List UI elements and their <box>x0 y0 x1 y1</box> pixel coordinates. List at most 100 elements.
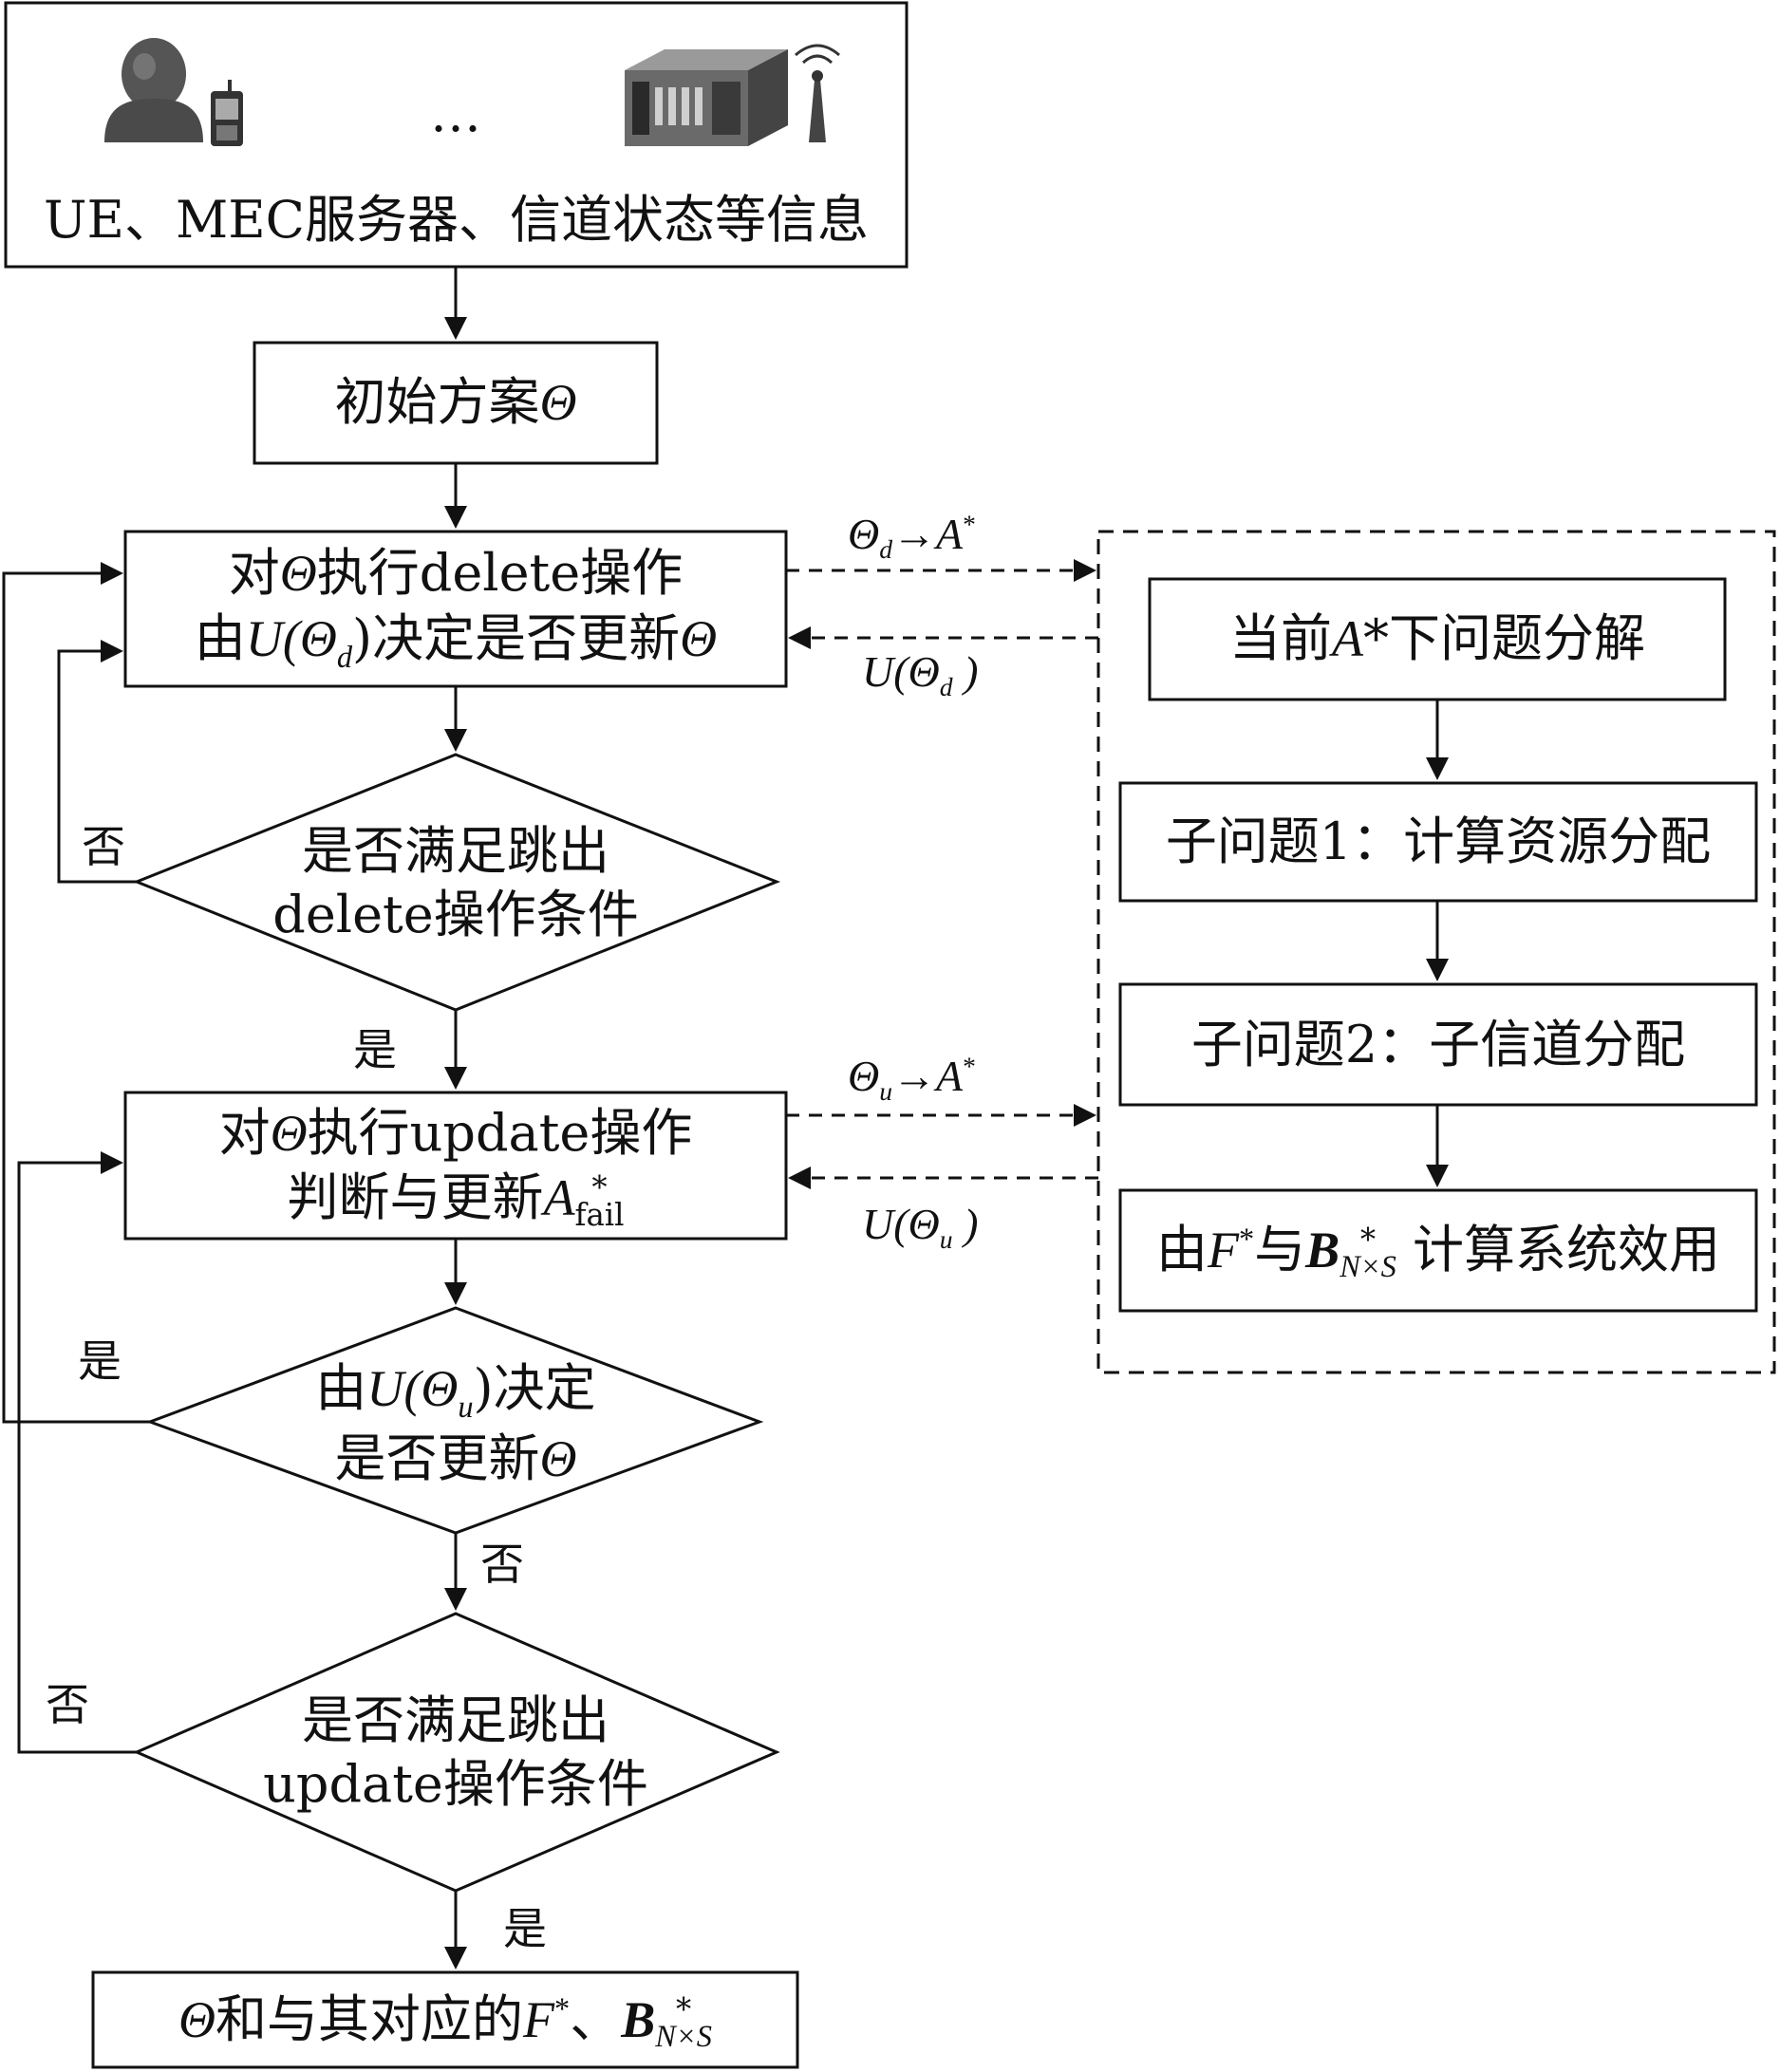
text: 下问题分解 <box>1389 608 1645 669</box>
edge-label-theta-u-to-a: Θu→A* <box>848 1050 976 1107</box>
arrowhead <box>1074 559 1096 582</box>
subscript: u <box>879 1076 893 1107</box>
arrowhead <box>444 1067 467 1090</box>
subscript: d <box>939 672 953 702</box>
f-symbol: F <box>523 1990 555 2048</box>
subscript: d <box>336 640 353 675</box>
subscript: u <box>939 1224 953 1255</box>
text: 决定是否更新 <box>372 607 681 668</box>
edge-label-yes-delete: 是 <box>353 1024 397 1075</box>
arrowhead <box>788 626 811 649</box>
text: 是否满足跳出 <box>302 820 609 881</box>
theta-symbol: Θ <box>539 1429 577 1487</box>
arrowhead <box>101 1151 123 1174</box>
arrowhead <box>444 729 467 752</box>
edge-label-no-update: 否 <box>46 1679 89 1730</box>
u-symbol: U <box>366 1359 404 1417</box>
edge-label-theta-d-to-a: Θd→A* <box>848 508 976 565</box>
text: update操作条件 <box>263 1754 648 1814</box>
edge-label-no-delete: 否 <box>82 821 125 872</box>
loop-delete-no <box>57 649 137 884</box>
theta-symbol: (Θ <box>282 609 337 667</box>
text: 对 <box>228 543 280 604</box>
final-output-box <box>91 1970 799 2069</box>
arrowhead <box>101 640 123 663</box>
text: delete操作条件 <box>272 885 639 944</box>
text: 与 <box>1254 1220 1306 1280</box>
subscript: N×S <box>655 2019 712 2054</box>
arrowhead <box>444 1947 467 1969</box>
user-icon <box>104 38 203 142</box>
ellipsis: … <box>430 84 481 144</box>
antenna-icon <box>795 44 840 142</box>
subscript: u <box>458 1390 474 1425</box>
caption-text: UE、MEC服务器、信道状态等信息 <box>44 190 869 251</box>
theta-symbol: Θ <box>270 1104 308 1162</box>
ellipsis-text: … <box>408 84 503 143</box>
loop-decide-yes-outer <box>2 571 150 1424</box>
edge-label-yes-decide: 是 <box>78 1335 122 1387</box>
arrowhead <box>444 317 467 340</box>
theta-symbol: Θ <box>178 1990 216 2048</box>
arrowhead <box>444 1588 467 1611</box>
arrowhead <box>1426 1165 1449 1187</box>
text: 、 <box>570 1988 622 2049</box>
arrowhead <box>1426 959 1449 981</box>
mobile-phone-icon <box>211 80 243 146</box>
initial-scheme-label: 初始方案Θ <box>254 343 657 463</box>
update-decide-label: 由U(Θu)决定 是否更新Θ <box>237 1357 674 1490</box>
superscript: * <box>1238 1223 1255 1258</box>
arrowhead <box>444 1282 467 1305</box>
subproblem2-label: 子问题2：子信道分配 <box>1120 984 1756 1105</box>
a-symbol: A <box>1332 610 1363 668</box>
update-operation-label: 对Θ执行update操作 判断与更新A*fail <box>125 1092 786 1239</box>
theta-symbol: Θ <box>539 374 577 432</box>
system-utility-box <box>1118 1188 1758 1313</box>
text: 由 <box>194 607 246 668</box>
text: 子问题2：子信道分配 <box>1190 1014 1686 1074</box>
text: ) <box>352 607 373 668</box>
text: * <box>1363 608 1389 669</box>
text: 计算系统效用 <box>1396 1220 1721 1280</box>
text: ) <box>952 1200 979 1248</box>
text: 子问题1：计算资源分配 <box>1165 812 1712 872</box>
superscript: * <box>591 1168 608 1205</box>
u-symbol: U <box>245 609 283 667</box>
superscript: * <box>676 1990 692 2027</box>
subscript: N×S <box>1340 1250 1396 1285</box>
text: 执行update操作 <box>307 1102 693 1163</box>
input-info-caption: UE、MEC服务器、信道状态等信息 <box>8 186 905 254</box>
a-symbol: A <box>543 1169 575 1226</box>
f-symbol: F <box>1207 1222 1239 1279</box>
text: 是否更新 <box>334 1428 540 1488</box>
text: U(Θ <box>862 1200 940 1248</box>
text: 和与其对应的 <box>215 1988 524 2049</box>
text: 执行delete操作 <box>316 543 684 604</box>
final-output-label: Θ和与其对应的F*、B*N×S <box>93 1972 797 2067</box>
arrowhead <box>788 1167 811 1189</box>
arrowhead <box>101 562 123 585</box>
subproblem-dashed-container <box>1096 530 1776 1374</box>
server-icon <box>625 49 788 146</box>
superscript: * <box>1359 1222 1377 1259</box>
decomposition-label: 当前A*下问题分解 <box>1150 579 1725 700</box>
text: 是否满足跳出 <box>302 1689 609 1750</box>
edge-label-yes-update: 是 <box>503 1903 547 1954</box>
arrowhead <box>1426 757 1449 780</box>
edge-label-u-theta-u: U(Θu ) <box>862 1198 978 1255</box>
arrowhead <box>444 506 467 529</box>
text: ) <box>473 1357 494 1418</box>
initial-text: 初始方案 <box>334 372 540 433</box>
text: 当前 <box>1229 608 1332 669</box>
b-symbol: B <box>621 1990 656 2048</box>
subscript: fail <box>574 1197 625 1233</box>
superscript: * <box>963 1051 976 1081</box>
text: →A <box>892 1052 964 1100</box>
subscript: d <box>879 534 893 565</box>
theta-symbol: Θ <box>848 510 880 558</box>
b-symbol: B <box>1305 1222 1340 1279</box>
theta-symbol: (Θ <box>403 1359 459 1417</box>
system-utility-label: 由F*与B*N×S 计算系统效用 <box>1120 1190 1756 1311</box>
text: 由 <box>1155 1220 1208 1280</box>
